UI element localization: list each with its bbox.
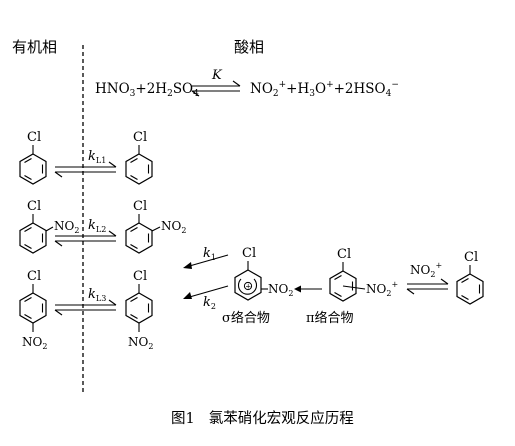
svg-text:Cl: Cl	[133, 199, 147, 214]
pi-to-sigma-arrow	[294, 285, 301, 293]
sigma-complex-label: σ络合物	[222, 310, 270, 326]
nitronium-equilibrium: HNO3+2H2SO4 K NO2++H3O++2HSO4−	[95, 68, 399, 99]
chlorobenzene-organic: Cl	[19, 130, 47, 185]
svg-text:NO2: NO2	[268, 282, 293, 298]
o-nitrochlorobenzene-organic: Cl NO2	[19, 199, 79, 254]
nitronium-reagent: NO2+	[410, 261, 442, 279]
svg-text:Cl: Cl	[242, 246, 256, 261]
pi-complex: Cl NO2+ π络合物	[306, 247, 398, 326]
svg-text:NO2: NO2	[22, 335, 47, 351]
svg-text:NO2: NO2	[161, 219, 186, 235]
svg-text:Cl: Cl	[133, 130, 147, 145]
rate-constant-kL2: kL2	[88, 218, 106, 234]
svg-text:NO2++H3O++2HSO4−: NO2++H3O++2HSO4−	[250, 80, 399, 99]
row-para-nitrochlorobenzene-partition: Cl NO2 kL3 Cl NO2	[19, 269, 153, 351]
pi-complex-label: π络合物	[306, 310, 354, 326]
row-chlorobenzene-partition: Cl kL1 Cl	[19, 130, 153, 185]
decomposition-arrows: k1 k2	[183, 246, 229, 311]
sigma-complex: + Cl NO2 σ络合物	[222, 246, 293, 326]
svg-text:Cl: Cl	[133, 269, 147, 284]
svg-text:Cl: Cl	[337, 247, 351, 262]
rate-constant-k1: k1	[203, 246, 216, 262]
product-nitronium: NO	[250, 81, 273, 97]
chlorobenzene-acid-right: Cl	[456, 250, 484, 305]
svg-text:HNO3+2H2SO4: HNO3+2H2SO4	[95, 81, 199, 99]
reactant-hno3: HNO	[95, 81, 130, 97]
o-nitrochlorobenzene-acid: Cl NO2	[125, 199, 186, 254]
equilibrium-constant-k: K	[211, 68, 223, 83]
svg-text:Cl: Cl	[27, 269, 41, 284]
rate-constant-kL3: kL3	[88, 287, 106, 303]
svg-text:Cl: Cl	[27, 199, 41, 214]
acid-phase-label: 酸相	[234, 38, 264, 56]
rate-constant-kL1: kL1	[88, 149, 106, 165]
svg-text:Cl: Cl	[27, 130, 41, 145]
p-nitrochlorobenzene-acid: Cl NO2	[125, 269, 153, 351]
p-nitrochlorobenzene-organic: Cl NO2	[19, 269, 47, 351]
svg-text:+: +	[245, 283, 251, 291]
svg-text:NO2: NO2	[128, 335, 153, 351]
row-ortho-nitrochlorobenzene-partition: Cl NO2 kL2 Cl NO2	[19, 199, 186, 254]
chlorobenzene-acid: Cl	[125, 130, 153, 185]
svg-text:NO2+: NO2+	[366, 280, 398, 298]
complexation-equilibrium: NO2+	[406, 261, 449, 295]
svg-text:Cl: Cl	[464, 250, 478, 265]
rate-constant-k2: k2	[203, 295, 216, 311]
organic-phase-label: 有机相	[12, 38, 57, 56]
svg-text:NO2: NO2	[54, 219, 79, 235]
